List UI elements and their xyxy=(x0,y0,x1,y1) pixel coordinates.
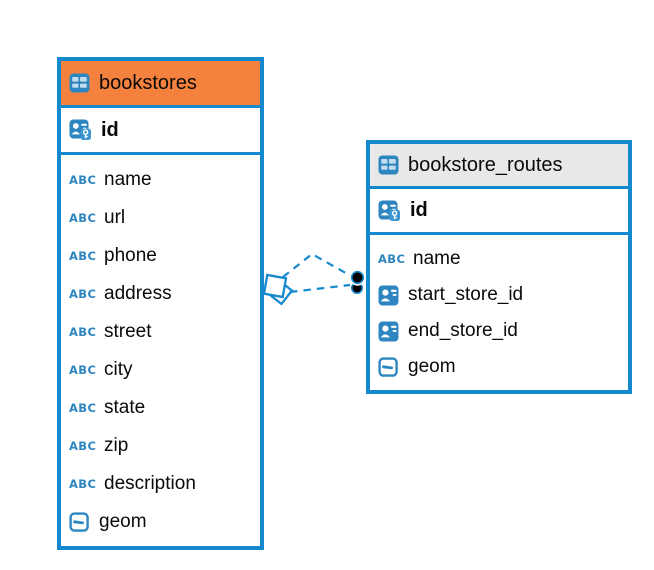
column-row-zip[interactable]: ABC zip xyxy=(61,427,260,465)
column-name: phone xyxy=(104,245,157,266)
column-row-geom[interactable]: geom xyxy=(61,503,260,541)
geometry-type-icon xyxy=(378,356,399,378)
column-name: city xyxy=(104,359,133,380)
column-name: url xyxy=(104,207,126,228)
geometry-type-icon xyxy=(69,511,90,533)
column-name: state xyxy=(104,397,146,418)
column-name: name xyxy=(413,248,461,269)
column-name: geom xyxy=(408,356,456,377)
table-icon xyxy=(378,155,399,175)
relationship-line-upper[interactable] xyxy=(282,252,352,278)
column-row-url[interactable]: ABC url xyxy=(61,199,260,237)
primary-key-icon xyxy=(69,119,92,141)
column-row-end-store-id[interactable]: end_store_id xyxy=(370,313,628,349)
column-row-name[interactable]: ABC name xyxy=(61,161,260,199)
table-name: bookstore_routes xyxy=(408,153,563,176)
text-type-icon: ABC xyxy=(69,173,97,187)
text-type-icon: ABC xyxy=(69,439,97,453)
pk-column-name: id xyxy=(101,118,119,141)
column-row-description[interactable]: ABC description xyxy=(61,465,260,503)
relationship-diamond-marker xyxy=(262,273,294,306)
text-type-icon: ABC xyxy=(69,401,97,415)
columns-list: ABC name start_store_id xyxy=(370,235,628,390)
column-name: description xyxy=(104,473,196,494)
column-row-city[interactable]: ABC city xyxy=(61,351,260,389)
column-row-geom[interactable]: geom xyxy=(370,349,628,385)
text-type-icon: ABC xyxy=(69,211,97,225)
column-name: address xyxy=(104,283,172,304)
relationship-dot-marker xyxy=(349,269,366,294)
pk-row-bookstores-id[interactable]: id xyxy=(61,108,260,155)
table-bookstore-routes[interactable]: bookstore_routes id ABC xyxy=(366,140,632,394)
column-name: start_store_id xyxy=(408,284,524,305)
text-type-icon: ABC xyxy=(378,252,406,266)
column-row-street[interactable]: ABC street xyxy=(61,313,260,351)
table-icon xyxy=(69,73,90,93)
foreign-key-type-icon xyxy=(378,285,399,306)
table-bookstores-header[interactable]: bookstores xyxy=(61,61,260,108)
column-name: end_store_id xyxy=(408,320,518,341)
text-type-icon: ABC xyxy=(69,249,97,263)
foreign-key-type-icon xyxy=(378,321,399,342)
text-type-icon: ABC xyxy=(69,325,97,339)
text-type-icon: ABC xyxy=(69,363,97,377)
column-row-address[interactable]: ABC address xyxy=(61,275,260,313)
relationship-link-bookstores-routes[interactable] xyxy=(262,252,366,306)
column-name: name xyxy=(104,169,152,190)
columns-list: ABC name ABC url ABC phone ABC address A… xyxy=(61,155,260,546)
table-bookstore-routes-header[interactable]: bookstore_routes xyxy=(370,144,628,189)
relationship-line-lower[interactable] xyxy=(289,283,351,294)
column-name: street xyxy=(104,321,152,342)
column-row-name[interactable]: ABC name xyxy=(370,241,628,277)
column-name: geom xyxy=(99,511,147,532)
column-row-start-store-id[interactable]: start_store_id xyxy=(370,277,628,313)
text-type-icon: ABC xyxy=(69,477,97,491)
text-type-icon: ABC xyxy=(69,287,97,301)
pk-column-name: id xyxy=(410,199,428,221)
column-row-state[interactable]: ABC state xyxy=(61,389,260,427)
column-name: zip xyxy=(104,435,129,456)
primary-key-icon xyxy=(378,200,401,222)
column-row-phone[interactable]: ABC phone xyxy=(61,237,260,275)
table-name: bookstores xyxy=(99,71,197,94)
table-bookstores[interactable]: bookstores id ABC na xyxy=(57,57,264,550)
pk-row-routes-id[interactable]: id xyxy=(370,189,628,235)
